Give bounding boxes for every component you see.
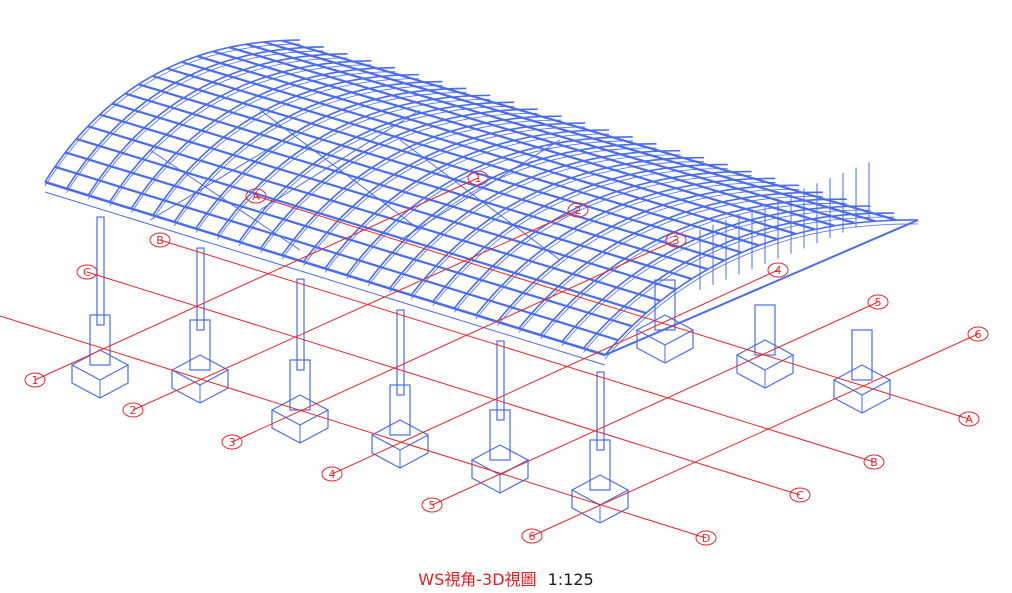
roof-rib-lower: [604, 223, 919, 360]
grid-bubble: [967, 326, 989, 342]
grid-bubble: [245, 188, 267, 204]
roof-purlin: [181, 60, 778, 241]
grid-line-letter: [0, 315, 707, 539]
column-pedestal: [589, 439, 611, 491]
roof-purlin: [263, 40, 876, 223]
grid-bubble-label: 2: [130, 404, 137, 417]
grid-line-letter: [86, 271, 801, 496]
grid-bubble: [958, 411, 980, 427]
grid-bubble-label: 5: [429, 499, 436, 512]
grid-bubble-label: 2: [575, 204, 582, 217]
roof-purlin: [65, 151, 633, 328]
grid-lines: [0, 177, 979, 539]
roof-purlin: [281, 39, 897, 222]
grid-line-number: [132, 209, 579, 411]
roof-brace: [259, 109, 421, 211]
grid-bubble: [76, 264, 98, 280]
grid-bubble-label: 3: [673, 234, 680, 247]
grid-bubble: [665, 232, 687, 248]
roof-purlin: [152, 74, 742, 254]
grid-bubble-label: B: [870, 456, 878, 469]
grid-line-letter: [159, 239, 875, 463]
column-shaft: [196, 247, 205, 331]
grid-bubble: [221, 434, 243, 450]
view-scale: 1:125: [547, 570, 594, 589]
grid-bubble: [867, 294, 889, 310]
grid-bubble: [789, 487, 811, 503]
roof-purlin: [166, 67, 760, 247]
column-pedestal: [189, 319, 211, 371]
grid-bubble-label: A: [965, 413, 973, 426]
grid-line-letter: [255, 195, 970, 420]
column-pedestal: [489, 409, 511, 461]
grid-bubble: [863, 454, 885, 470]
grid-bubble: [321, 466, 343, 482]
column-shaft: [496, 340, 505, 421]
column-shaft: [96, 216, 105, 326]
grid-line-number: [231, 239, 677, 443]
grid-bubble-label: B: [156, 234, 164, 247]
roof-purlin: [124, 92, 709, 271]
grid-bubble-label: 6: [529, 530, 536, 543]
grid-bubble: [149, 232, 171, 248]
roof-brace: [149, 129, 301, 221]
end-eave-beam: [604, 219, 919, 356]
grid-line-number: [431, 301, 879, 506]
grid-bubble: [467, 170, 489, 186]
grid-bubble-label: 4: [775, 264, 782, 277]
grid-bubble: [122, 402, 144, 418]
roof-purlin: [196, 55, 797, 235]
grid-bubble: [521, 528, 543, 544]
column-pedestal: [389, 384, 411, 436]
column-shaft: [296, 278, 305, 371]
columns: [70, 216, 892, 524]
grid-bubble: [695, 530, 717, 546]
roof-purlin: [99, 113, 677, 291]
column-pedestal: [89, 314, 111, 366]
roof-brace: [399, 139, 561, 261]
column-shaft: [396, 309, 405, 396]
front-eave-beam: [44, 180, 606, 357]
column-pedestal: [851, 329, 873, 381]
column-pedestal: [289, 359, 311, 411]
grid-line-number: [34, 177, 479, 381]
grid-bubble-label: 5: [875, 296, 882, 309]
roof-purlin: [87, 125, 662, 302]
grid-bubble-label: C: [796, 489, 804, 502]
grid-line-number: [531, 333, 979, 537]
front-eave-beam-lower: [44, 191, 606, 366]
roof-purlin: [54, 165, 619, 342]
grid-bubble-label: A: [252, 190, 260, 203]
roof-purlin: [246, 43, 856, 225]
grid-bubble-label: D: [702, 532, 710, 545]
grid-bubble: [567, 202, 589, 218]
view-title: WS視角-3D視圖: [418, 570, 537, 589]
roof-purlin: [138, 83, 725, 262]
column-pedestal: [754, 304, 776, 356]
roof-brace: [399, 139, 561, 241]
roof-brace: [259, 109, 421, 231]
grid-bubble-label: 1: [475, 172, 482, 185]
roof-frame: [44, 39, 919, 366]
roof-purlin: [76, 137, 647, 315]
column-shaft: [596, 371, 605, 451]
grid-line-number: [331, 269, 779, 475]
grid-bubble-label: C: [83, 266, 91, 279]
roof-purlin: [212, 50, 816, 231]
grid-bubble-label: 1: [32, 374, 39, 387]
column-pedestal: [654, 279, 676, 331]
grid-bubble-label: 3: [229, 436, 236, 449]
grid-bubble-label: 6: [975, 328, 982, 341]
grid-bubble: [767, 262, 789, 278]
grid-bubble: [421, 497, 443, 513]
view-caption: WS視角-3D視圖 1:125: [0, 566, 1012, 590]
roof-purlin: [111, 102, 692, 280]
grid-bubble: [24, 372, 46, 388]
roof-purlin: [229, 46, 835, 227]
roof-brace: [149, 149, 301, 251]
grid-bubble-label: 4: [329, 468, 336, 481]
